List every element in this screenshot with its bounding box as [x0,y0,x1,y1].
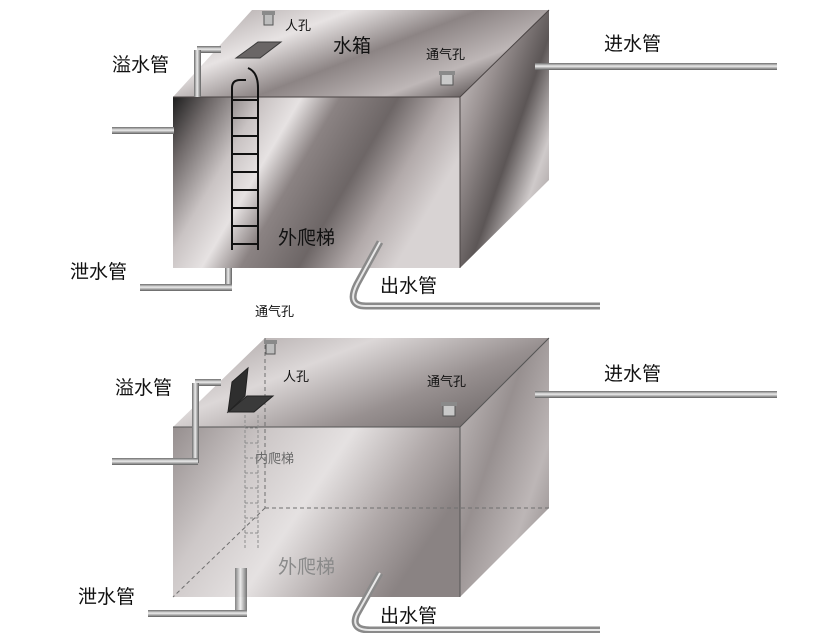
bottom-inner-ladder-label: 内爬梯 [255,451,294,467]
top-manhole-label: 人孔 [285,19,311,34]
bottom-inlet-label: 进水管 [604,363,661,385]
top-tank-top-face [173,10,549,97]
top-drain-label: 泄水管 [70,261,127,283]
bottom-manhole-label: 人孔 [283,370,309,385]
top-tank: 水箱 人孔 通气孔 进水管 溢水管 外爬梯 泄水管 出水管 通气孔 [70,9,777,320]
top-vent-cap-2 [439,71,455,86]
top-bottom-vent-label: 通气孔 [255,304,294,320]
bottom-drain-pipe [148,568,247,617]
bottom-overflow-pipe [112,379,221,465]
top-inlet-label: 进水管 [604,33,661,55]
bottom-outlet-pipe [351,571,600,633]
top-inlet-pipe [535,63,777,70]
top-outer-ladder [231,67,259,250]
bottom-manhole-open [226,366,275,414]
bottom-drain-label: 泄水管 [78,586,135,608]
bottom-vent-cap-2 [441,402,457,417]
top-overflow-pipe [112,46,221,134]
bottom-outlet-label: 出水管 [380,605,437,627]
bottom-overflow-label: 溢水管 [115,377,172,399]
bottom-vent-label: 通气孔 [427,374,466,390]
top-outer-ladder-label: 外爬梯 [278,227,335,249]
top-tank-side-face [460,10,549,268]
bottom-outer-ladder-label: 外爬梯 [278,556,335,578]
bottom-tank: 人孔 通气孔 进水管 溢水管 内爬梯 外爬梯 泄水管 出水管 [78,337,777,633]
top-vent-cap-1 [262,11,275,26]
bottom-vent-cap-1 [264,340,277,355]
bottom-inner-ladder [244,415,259,548]
top-tank-label: 水箱 [333,35,371,57]
bottom-inlet-pipe [535,391,777,398]
top-manhole-cover [234,41,283,59]
top-drain-pipe [140,268,232,291]
top-vent-label: 通气孔 [426,47,465,63]
top-outlet-pipe [349,240,600,310]
top-outlet-label: 出水管 [380,275,437,297]
bottom-tank-front-face [173,427,460,597]
bottom-tank-side-face [460,338,549,597]
top-overflow-label: 溢水管 [112,54,169,76]
